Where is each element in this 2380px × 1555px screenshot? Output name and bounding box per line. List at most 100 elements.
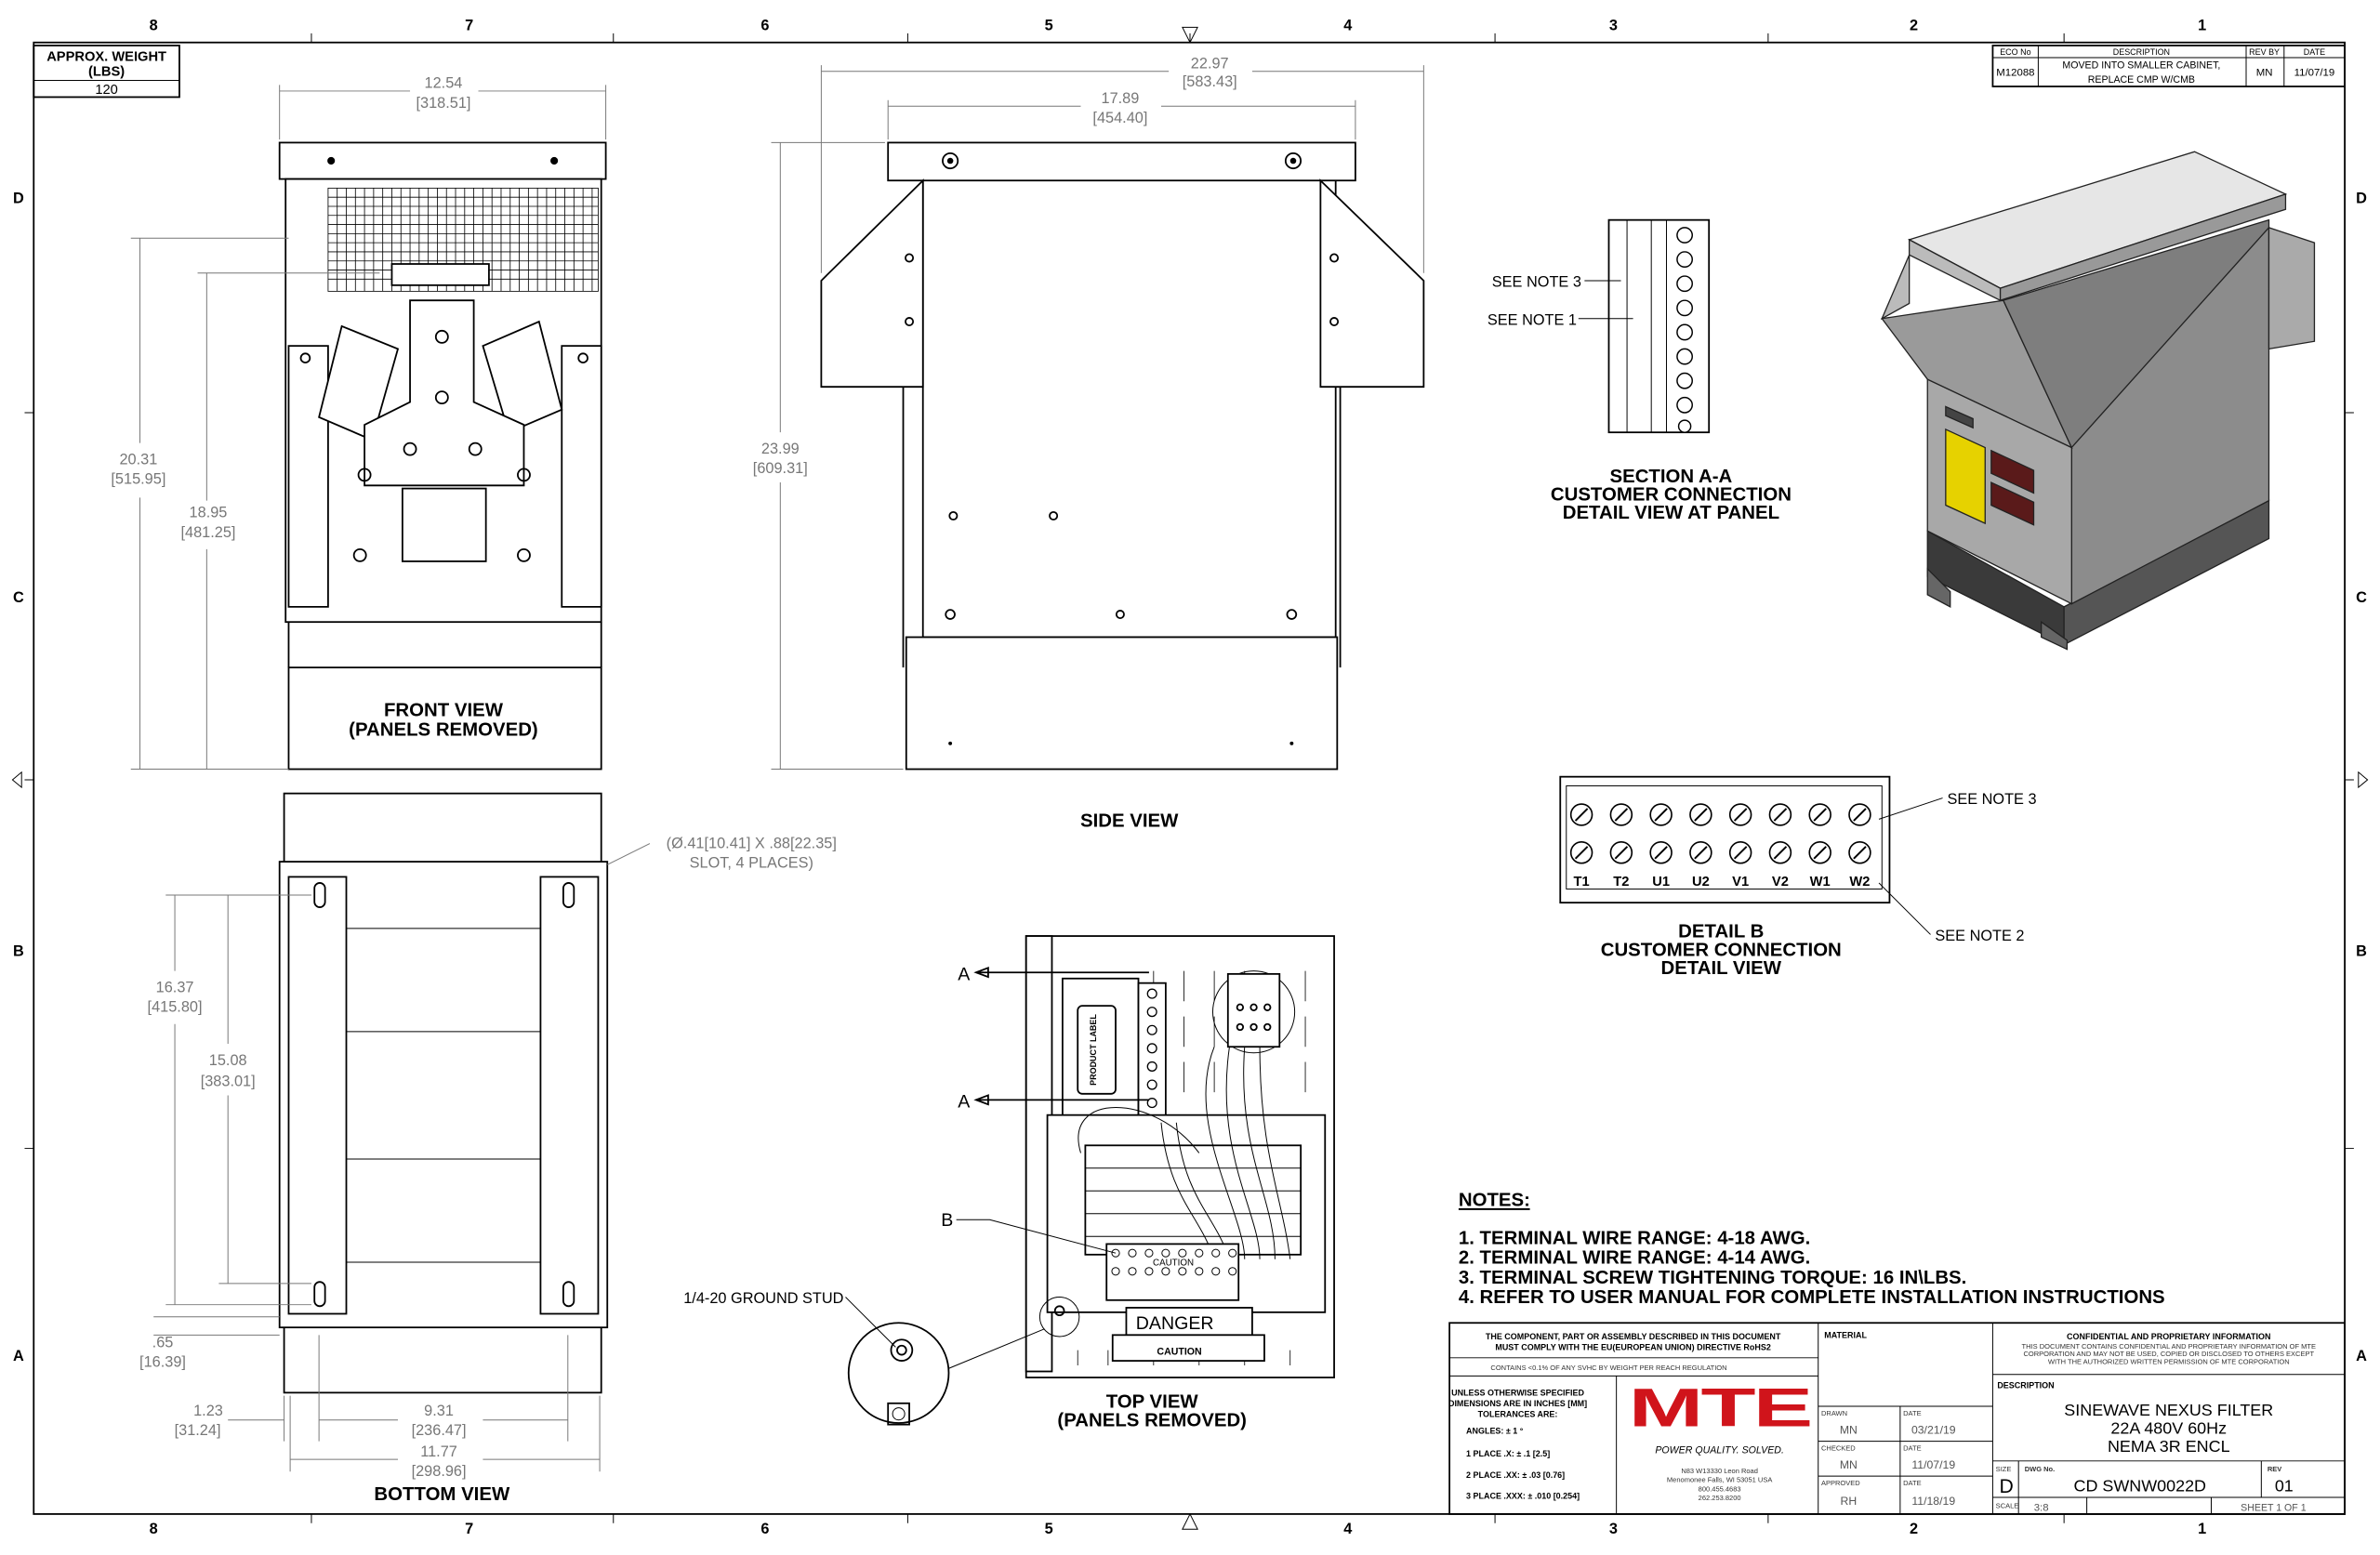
rev-date: 11/07/19 — [2294, 68, 2335, 79]
dwg-no-label: DWG No. — [2025, 1465, 2056, 1473]
terminal-label-w1: W1 — [1810, 875, 1831, 890]
zone-row-c: C — [13, 589, 24, 606]
screw-slot — [1813, 846, 1827, 860]
weight-box: APPROX. WEIGHT (LBS) 120 — [33, 45, 180, 99]
tolerance-1-place: 1 PLACE .X: ± .1 [2.5] — [1466, 1449, 1550, 1458]
weight-value: 120 — [95, 83, 117, 98]
title-block: THE COMPONENT, PART OR ASSEMBLY DESCRIBE… — [1448, 1322, 2346, 1515]
screw-slot — [1733, 846, 1748, 860]
section-see-note-3: SEE NOTE 3 — [1492, 273, 1581, 290]
screw-slot — [1614, 846, 1629, 860]
notes-heading: NOTES: — [1459, 1191, 1530, 1211]
front-view: FRONT VIEW (PANELS REMOVED) 12.54 [318.5… — [111, 75, 607, 771]
caution-label: CAUTION — [1157, 1347, 1201, 1358]
zone-col-4: 4 — [1343, 18, 1352, 34]
bottom-dim-1-mm: [415.80] — [148, 999, 203, 1016]
section-aa-subtitle-1: CUSTOMER CONNECTION — [1551, 485, 1792, 506]
drawing-size: D — [1999, 1476, 2013, 1497]
front-view-title: FRONT VIEW — [384, 700, 504, 720]
confidential-title: CONFIDENTIAL AND PROPRIETARY INFORMATION — [2067, 1332, 2270, 1341]
bottom-dim-2: 15.08 — [209, 1052, 247, 1069]
slot-note-size: (Ø.41[10.41] X .88[22.35] — [667, 835, 837, 851]
front-height-dim: 20.31 — [119, 451, 157, 468]
rev-eco: M12088 — [1996, 68, 2034, 79]
drawn-label: DRAWN — [1821, 1409, 1847, 1417]
side-height-dim-mm: [609.31] — [753, 460, 808, 477]
zone-row-d-right: D — [2356, 191, 2367, 207]
phone-1: 800.455.4683 — [1699, 1484, 1741, 1493]
bottom-dim-3-mm: [16.39] — [139, 1354, 186, 1371]
zone-ticks — [11, 26, 2369, 1530]
note-1: 1. TERMINAL WIRE RANGE: 4-18 AWG. — [1459, 1228, 1810, 1248]
screw-slot — [1694, 808, 1708, 822]
screw-slot — [1654, 846, 1668, 860]
terminal-caution-label: CAUTION — [1153, 1258, 1194, 1268]
tolerance-2-place: 2 PLACE .XX: ± .03 [0.76] — [1466, 1470, 1565, 1480]
description-line-3: NEMA 3R ENCL — [2108, 1437, 2230, 1456]
section-marker-a-bottom: A — [958, 1092, 971, 1113]
approved-label: APPROVED — [1821, 1479, 1860, 1487]
material-label: MATERIAL — [1824, 1331, 1867, 1340]
confidential-line-2: CORPORATION AND MAY NOT BE USED, COPIED … — [2023, 1350, 2314, 1358]
drawing-border — [33, 41, 2346, 1515]
tolerance-angles: ANGLES: ± 1 ° — [1466, 1426, 1524, 1435]
screw-slot — [1614, 808, 1629, 822]
side-overall-dim: 22.97 — [1191, 55, 1229, 72]
rev-header-rev-by: REV BY — [2249, 47, 2280, 57]
zone-col-8-bottom: 8 — [150, 1521, 158, 1537]
notes: NOTES: 1. TERMINAL WIRE RANGE: 4-18 AWG.… — [1458, 1191, 2165, 1308]
detail-b-subtitle-1: CUSTOMER CONNECTION — [1601, 940, 1842, 960]
screw-slot — [1694, 846, 1708, 860]
ground-stud-label: 1/4-20 GROUND STUD — [683, 1290, 843, 1307]
checked-date: 11/07/19 — [1911, 1458, 1955, 1471]
size-label: SIZE — [1996, 1465, 2012, 1473]
scale-label: SCALE — [1996, 1501, 2019, 1509]
detail-b-see-note-3: SEE NOTE 3 — [1947, 791, 2036, 808]
front-inner-height-dim: 18.95 — [190, 505, 228, 521]
address-line-2: Menomonee Falls, WI 53051 USA — [1667, 1476, 1772, 1484]
rev-by: MN — [2256, 68, 2273, 79]
drawn-date: 03/21/19 — [1911, 1423, 1956, 1436]
zone-col-1-bottom: 1 — [2198, 1521, 2206, 1537]
rev-header-eco: ECO No — [2000, 47, 2030, 57]
tolerance-3-place: 3 PLACE .XXX: ± .010 [0.254] — [1466, 1492, 1580, 1501]
terminal-label-t2: T2 — [1613, 875, 1629, 890]
note-2: 2. TERMINAL WIRE RANGE: 4-14 AWG. — [1459, 1248, 1810, 1269]
checked-date-label: DATE — [1903, 1443, 1921, 1452]
description-line-2: 22A 480V 60Hz — [2110, 1418, 2227, 1437]
zone-row-a: A — [13, 1348, 24, 1364]
bottom-view-title: BOTTOM VIEW — [374, 1484, 510, 1505]
side-height-dim: 23.99 — [761, 441, 800, 457]
isometric-view — [1880, 151, 2316, 651]
note-4: 4. REFER TO USER MANUAL FOR COMPLETE INS… — [1459, 1287, 2165, 1308]
approved-date-label: DATE — [1903, 1479, 1921, 1487]
zone-labels: 8 7 6 5 4 3 2 1 8 7 6 5 4 3 2 1 D C B A … — [13, 18, 2367, 1538]
zone-row-d: D — [13, 191, 24, 207]
wires — [1078, 1047, 1291, 1259]
side-holes — [905, 253, 1340, 745]
zone-col-4-bottom: 4 — [1343, 1521, 1352, 1537]
bottom-dim-2-mm: [383.01] — [201, 1074, 256, 1090]
approved-date: 11/18/19 — [1911, 1495, 1955, 1508]
rev-header-description: DESCRIPTION — [2113, 47, 2170, 57]
screw-slot — [1773, 846, 1788, 860]
terminal-label-u1: U1 — [1652, 875, 1670, 890]
front-inner-height-dim-mm: [481.25] — [180, 524, 235, 541]
screw-slot — [1853, 846, 1867, 860]
description-line-1: SINEWAVE NEXUS FILTER — [2064, 1401, 2273, 1419]
sheet-number: SHEET 1 OF 1 — [2241, 1503, 2307, 1514]
detail-b-subtitle-2: DETAIL VIEW — [1661, 958, 1782, 979]
weight-unit: (LBS) — [88, 65, 125, 80]
front-height-dim-mm: [515.95] — [111, 471, 165, 488]
top-view: PRODUCT LABEL CAUTION DANGER CAUTION A A… — [683, 935, 1335, 1430]
bottom-dim-6: 11.77 — [420, 1443, 457, 1460]
section-marker-a-top: A — [958, 964, 971, 984]
product-label: PRODUCT LABEL — [1089, 1014, 1098, 1086]
zone-col-7: 7 — [465, 18, 473, 34]
terminal-label-v1: V1 — [1732, 875, 1749, 890]
screw-slot — [1654, 808, 1668, 822]
rohs-line-1: THE COMPONENT, PART OR ASSEMBLY DESCRIBE… — [1486, 1332, 1781, 1341]
front-width-dim: 12.54 — [425, 75, 463, 92]
